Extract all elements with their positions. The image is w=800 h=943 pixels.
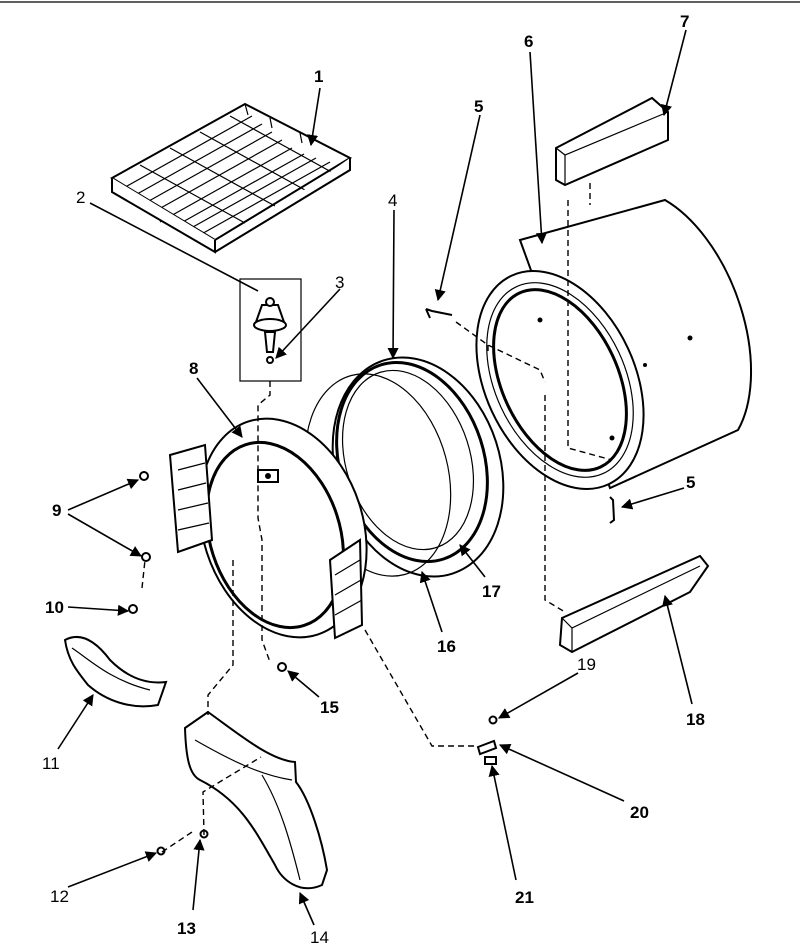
callout-14: 14 [310, 928, 329, 943]
callout-11: 11 [42, 754, 60, 773]
callout-12: 12 [50, 887, 69, 906]
drying-rack-part [110, 102, 353, 254]
callout-2: 2 [76, 188, 85, 207]
lint-filter-cover-part [63, 635, 168, 708]
callout-3: 3 [335, 273, 344, 292]
callout-15: 15 [320, 698, 339, 717]
callout-18: 18 [686, 710, 705, 729]
callout-13: 13 [177, 919, 196, 938]
assembly-dashed-lines [141, 183, 613, 853]
callout-17: 17 [482, 582, 501, 601]
callout-5-bottom: 5 [686, 473, 695, 492]
leader-lines [57, 29, 693, 926]
drum-part [475, 198, 753, 490]
callout-9: 9 [52, 501, 61, 520]
callout-8: 8 [189, 359, 198, 378]
hardware-screws [128, 308, 616, 856]
callout-1: 1 [314, 67, 323, 86]
sensor-box [239, 278, 302, 382]
seal-ring-part [331, 356, 505, 578]
callout-labels: 1 2 3 4 5 5 6 7 8 9 10 11 12 13 14 15 16… [42, 12, 705, 943]
callout-10: 10 [45, 598, 64, 617]
front-bulkhead-part [168, 417, 368, 640]
callout-19: 19 [577, 655, 596, 674]
callout-20: 20 [630, 803, 649, 822]
callout-16: 16 [437, 637, 456, 656]
callout-5-top: 5 [474, 97, 483, 116]
callout-4: 4 [388, 191, 397, 210]
callout-7: 7 [680, 12, 689, 31]
baffle-top-part [555, 96, 669, 187]
callout-6: 6 [524, 32, 533, 51]
callout-21: 21 [515, 888, 534, 907]
baffle-bottom-part [558, 554, 710, 654]
lint-duct-part [183, 710, 329, 890]
